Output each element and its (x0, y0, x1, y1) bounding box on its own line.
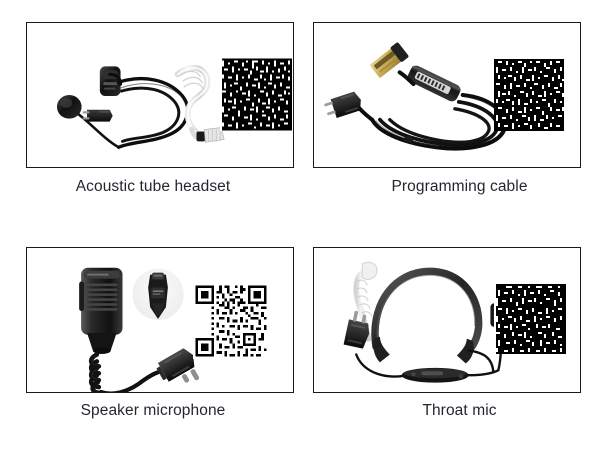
accessory-card-programming-cable[interactable]: Programming cable (306, 0, 613, 228)
accessory-label: Throat mic (422, 402, 497, 419)
product-image-acoustic-tube-headset (27, 23, 293, 167)
product-photo-frame (26, 247, 294, 393)
accessory-card-acoustic-tube-headset[interactable]: Acoustic tube headset (0, 0, 306, 228)
accessory-label: Acoustic tube headset (75, 178, 231, 195)
qr-code-throat-mic (494, 282, 566, 354)
accessory-card-speaker-microphone[interactable]: Speaker microphone (0, 228, 306, 455)
product-photo-frame (313, 22, 581, 168)
accessory-label: Programming cable (391, 178, 528, 195)
accessory-card-throat-mic[interactable]: Throat mic (306, 228, 613, 455)
qr-code-programming-cable (494, 59, 566, 131)
qr-code-acoustic-tube-headset (220, 58, 292, 131)
qr-code-speaker-microphone (193, 283, 269, 359)
product-photo-frame (26, 22, 294, 168)
product-image-programming-cable (314, 23, 580, 167)
product-image-speaker-microphone (27, 248, 293, 392)
product-photo-frame (313, 247, 581, 393)
accessory-label: Speaker microphone (80, 402, 226, 419)
